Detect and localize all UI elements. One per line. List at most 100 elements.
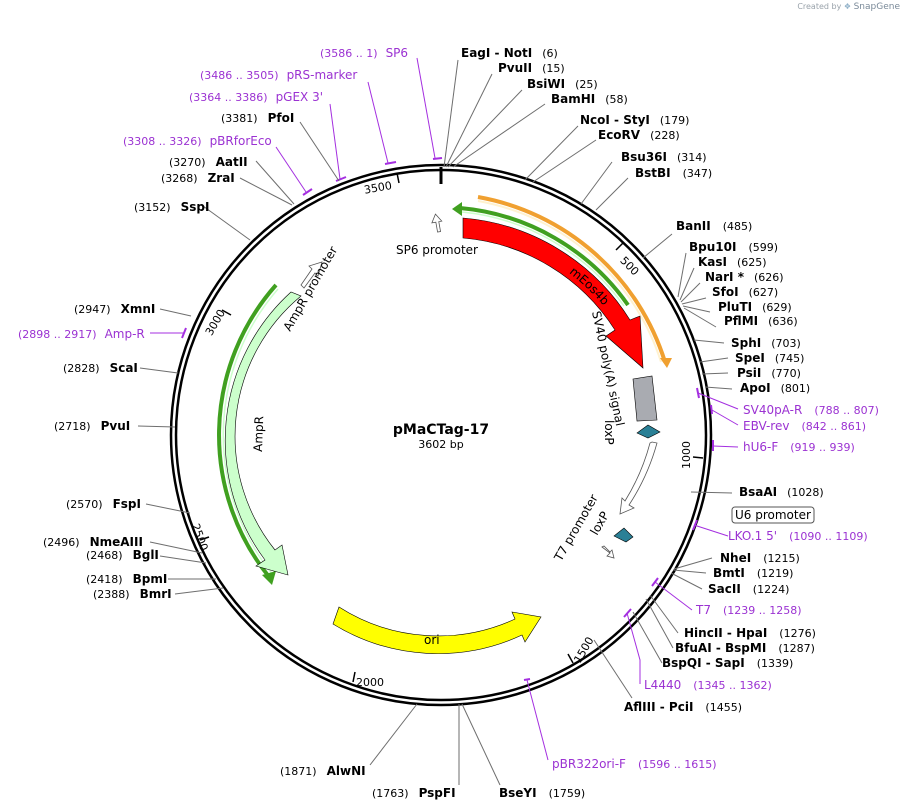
- feature-loxp-2: [613, 527, 634, 543]
- primer-name: T7: [695, 603, 711, 617]
- enzyme-name: BstBI: [635, 166, 671, 180]
- enzyme-label: NcoI - StyI(179): [580, 113, 689, 127]
- enzyme-label: KasI(625): [698, 255, 767, 269]
- primer-range: (3586 .. 1): [320, 47, 378, 60]
- feature-orf-orange-arrowhead: [660, 358, 672, 368]
- feature-orf-orange-arc-inner: [477, 200, 662, 363]
- primer-tick: [302, 188, 313, 196]
- enzyme-label: (2828)ScaI: [63, 361, 138, 375]
- enzyme-name: PvuI: [101, 419, 131, 433]
- leader-line: [139, 367, 179, 374]
- primer-tick: [710, 404, 713, 415]
- enzyme-label: BfuAI - BspMI(1287): [675, 641, 815, 655]
- leader-line: [672, 569, 707, 574]
- primer-name: Amp-R: [105, 327, 145, 341]
- leader-line: [645, 598, 674, 649]
- enzyme-position: (626): [754, 271, 784, 284]
- enzyme-position: (485): [723, 220, 753, 233]
- leader-line: [595, 177, 629, 211]
- feature-mEos4b: [462, 217, 644, 369]
- enzyme-name: SfoI: [712, 285, 739, 299]
- enzyme-label: PflMI(636): [724, 314, 798, 328]
- enzyme-name-2: HpaI: [736, 626, 767, 640]
- primer-label: LKO.1 5'(1090 .. 1109): [728, 529, 868, 543]
- primer-name: EBV-rev: [743, 419, 789, 433]
- enzyme-separator: -: [702, 656, 715, 670]
- leader-line: [452, 103, 546, 168]
- enzyme-label: BsiWI (25): [527, 77, 598, 91]
- enzyme-position: (1339): [757, 657, 794, 670]
- feature-label-ampr: AmpR: [251, 416, 266, 452]
- leader-line: [299, 121, 340, 182]
- enzyme-position: (1224): [753, 583, 790, 596]
- enzyme-name: Bsu36I: [621, 150, 667, 164]
- enzyme-label: (1871)AlwNI: [280, 764, 366, 778]
- enzyme-label: (2418)BpmI: [86, 572, 167, 586]
- leader-line: [682, 305, 711, 313]
- leader-line: [532, 139, 597, 183]
- primer-leader-line: [711, 409, 739, 426]
- enzyme-position: (228): [650, 129, 680, 142]
- enzyme-name: BsiWI: [527, 77, 565, 91]
- ruler-label: 3500: [363, 179, 393, 197]
- enzyme-name: NcoI: [580, 113, 610, 127]
- enzyme-position: (2418): [86, 573, 123, 586]
- enzyme-label: (1763)PspFI: [372, 786, 456, 800]
- primer-leader-line: [275, 146, 307, 193]
- u6-promoter-tag: U6 promoter: [731, 506, 815, 524]
- enzyme-position: (627): [749, 286, 779, 299]
- enzyme-position: (1219): [757, 567, 794, 580]
- enzyme-name: BseYI: [499, 786, 537, 800]
- feature-loxp-1: [636, 424, 661, 439]
- feature-orf-orange-arc: [477, 195, 667, 363]
- enzyme-position: (25): [575, 78, 598, 91]
- primer-name: L4440: [644, 678, 681, 692]
- enzyme-name: NmeAIII: [90, 535, 143, 549]
- ruler-label: 1500: [571, 635, 596, 666]
- enzyme-position: (3152): [134, 201, 171, 214]
- enzyme-name-2: BspMI: [725, 641, 766, 655]
- enzyme-position: (1276): [779, 627, 816, 640]
- backbone-outer-ring: [169, 163, 713, 707]
- feature-label-loxp-1: loxP: [602, 420, 616, 445]
- enzyme-name: SacII: [708, 582, 741, 596]
- feature-label-ori: ori: [424, 633, 440, 647]
- primer-name: pRS-marker: [287, 68, 358, 82]
- leader-line: [145, 503, 191, 514]
- enzyme-label: PluTI(629): [718, 300, 792, 314]
- primer-range: (3308 .. 3326): [123, 135, 202, 148]
- enzyme-name: PsiI: [737, 366, 761, 380]
- enzyme-label: NarI *(626): [705, 270, 784, 284]
- enzyme-name: ZraI: [208, 171, 235, 185]
- enzyme-name: BglI: [133, 548, 159, 562]
- leader-line: [593, 639, 633, 699]
- ruler-label: 2000: [356, 676, 384, 689]
- primer-label: (3586 .. 1)SP6: [320, 46, 408, 60]
- enzyme-label: (3152)SspI: [134, 200, 209, 214]
- enzyme-name: PspFI: [419, 786, 456, 800]
- feature-ampr: [224, 291, 302, 576]
- enzyme-label: BmtI(1219): [713, 566, 793, 580]
- enzyme-name: PflMI: [724, 314, 758, 328]
- leader-line: [447, 89, 523, 168]
- enzyme-position: (599): [748, 241, 778, 254]
- enzyme-label: (3381)PfoI: [221, 111, 294, 125]
- enzyme-position: (2570): [66, 498, 103, 511]
- primer-label: (3486 .. 3505)pRS-marker: [200, 68, 357, 82]
- primer-name: LKO.1 5': [728, 529, 777, 543]
- primer-range: (2898 .. 2917): [18, 328, 97, 341]
- leader-line: [202, 205, 251, 241]
- enzyme-position: (745): [775, 352, 805, 365]
- enzyme-label: (2718)PvuI: [54, 419, 130, 433]
- leader-line: [149, 541, 203, 554]
- enzyme-name: BamHI: [551, 92, 595, 106]
- primer-tick: [523, 678, 531, 681]
- leader-line: [677, 252, 687, 298]
- enzyme-position: (1028): [787, 486, 824, 499]
- leader-line: [580, 161, 613, 205]
- feature-green-arc-left-inner: [222, 288, 279, 576]
- enzyme-label: (2496)NmeAIII: [43, 535, 143, 549]
- primer-labels: (3586 .. 1)SP6 (3486 .. 3505)pRS-marker …: [18, 46, 879, 771]
- feature-ori: [332, 606, 542, 654]
